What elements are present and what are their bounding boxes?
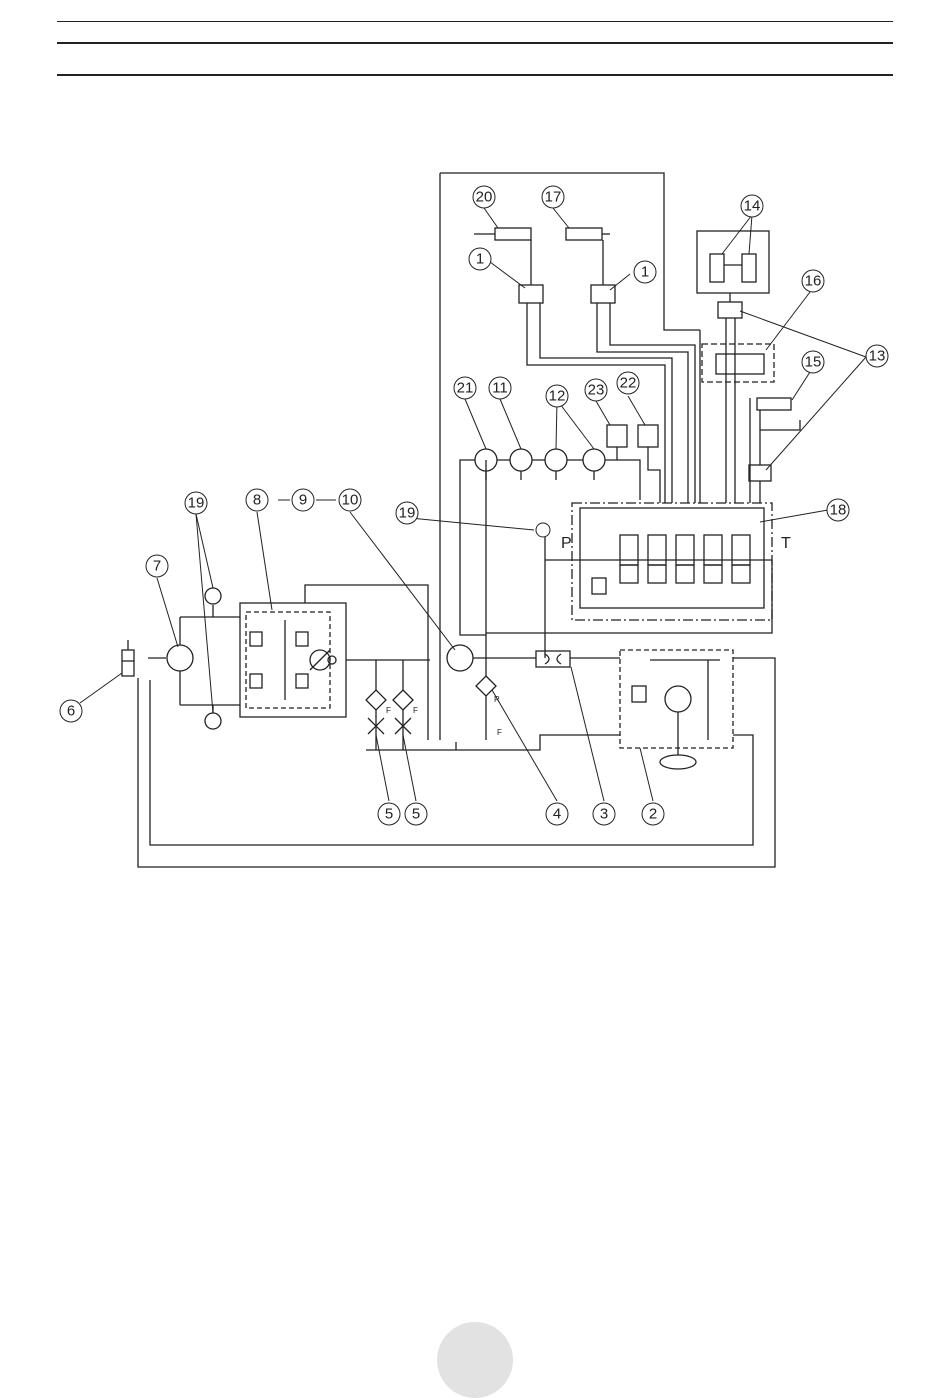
gauge-19b	[536, 523, 550, 537]
filter-4	[476, 658, 496, 740]
valve-16	[702, 344, 774, 382]
port-f3: F	[497, 728, 502, 737]
cylinder-14b	[742, 254, 756, 282]
callout-19b: 19	[399, 505, 416, 522]
page-number-badge	[437, 1322, 513, 1398]
callout-7: 7	[153, 558, 161, 575]
valve-23	[607, 425, 627, 447]
callout-14: 14	[744, 198, 761, 215]
flow-divider-3	[536, 651, 570, 667]
valve-22	[638, 425, 658, 447]
callout-19a: 19	[188, 495, 205, 512]
pump-7	[148, 617, 193, 705]
callout-16: 16	[805, 273, 822, 290]
port-p: P	[561, 535, 572, 552]
callout-20: 20	[476, 189, 493, 206]
callout-10: 10	[342, 492, 359, 509]
cylinder-14a	[710, 254, 724, 282]
callout-13: 13	[869, 348, 886, 365]
callout-21: 21	[457, 380, 474, 397]
callout-3: 3	[600, 806, 608, 823]
callout-15: 15	[805, 354, 822, 371]
port-f2: F	[413, 706, 418, 715]
callout-1b: 1	[641, 264, 649, 281]
callout-22: 22	[620, 375, 637, 392]
callout-23: 23	[588, 382, 605, 399]
callout-5b: 5	[412, 806, 420, 823]
callout-12: 12	[549, 388, 566, 405]
callout-8: 8	[253, 492, 261, 509]
motor-12a	[545, 449, 567, 480]
cylinder-20	[474, 228, 531, 240]
port-r: R	[494, 695, 500, 704]
callout-1a: 1	[476, 251, 484, 268]
pump-10	[447, 645, 536, 671]
callout-11: 11	[492, 380, 508, 397]
motor-12b	[583, 449, 605, 480]
motor-11	[510, 449, 532, 480]
control-valve-18	[572, 503, 772, 620]
cylinder-15	[757, 398, 791, 410]
cylinder-17	[566, 228, 610, 240]
steering-unit-2	[620, 650, 733, 748]
callout-18: 18	[830, 502, 847, 519]
callout-2: 2	[649, 806, 657, 823]
callout-17: 17	[545, 189, 562, 206]
callout-9: 9	[299, 492, 307, 509]
cylinder-6	[122, 640, 134, 676]
port-f1: F	[386, 706, 391, 715]
callout-5a: 5	[385, 806, 393, 823]
callout-6: 6	[67, 703, 75, 720]
return-loop-outer	[138, 658, 775, 867]
callout-4: 4	[553, 806, 561, 823]
port-t: T	[781, 535, 791, 552]
